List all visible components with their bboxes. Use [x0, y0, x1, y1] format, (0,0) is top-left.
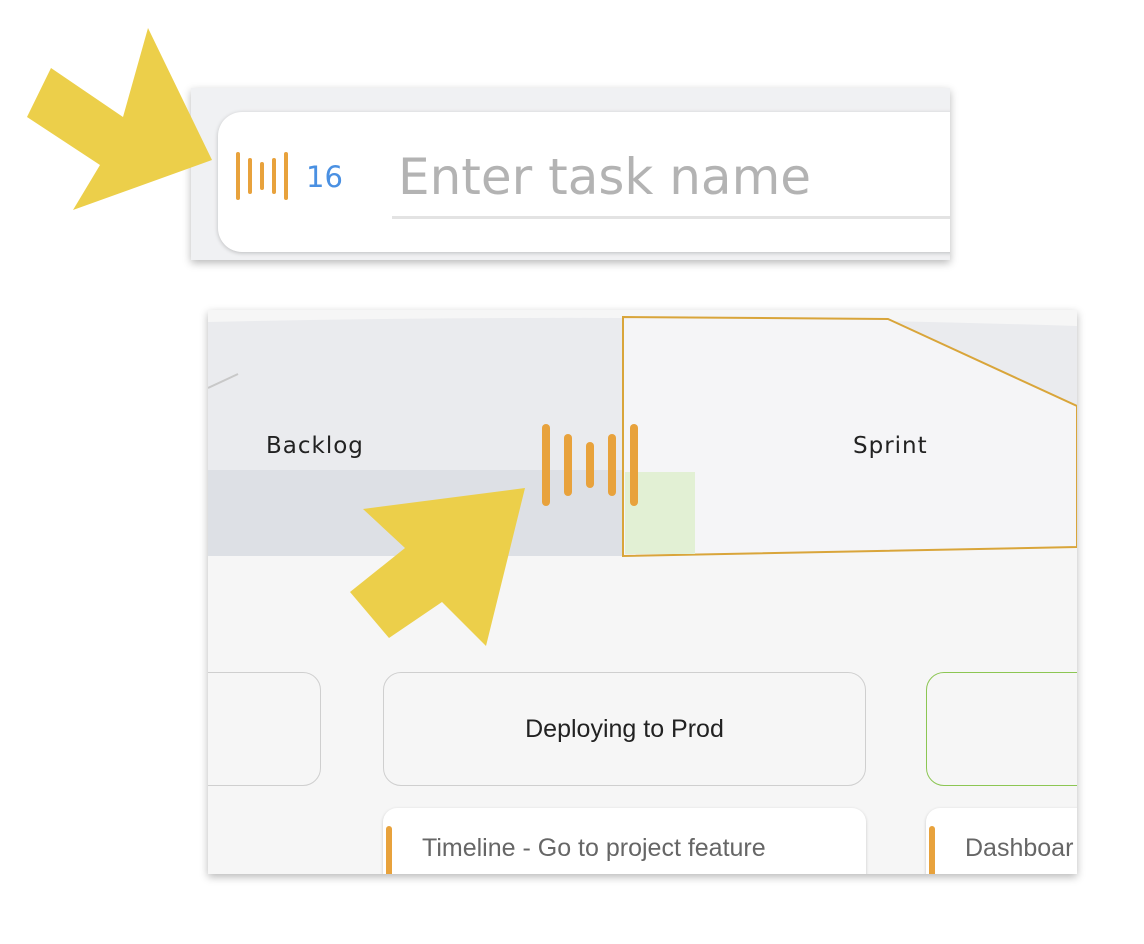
column-title: Deploying to Prod: [525, 714, 724, 743]
task-name-input[interactable]: [392, 138, 950, 219]
stage-sprint[interactable]: Sprint: [853, 433, 928, 459]
task-priority-accent: [929, 826, 935, 874]
column-card-left[interactable]: [208, 672, 321, 786]
task-input-crop: 16: [191, 88, 950, 260]
task-card[interactable]: Dashboar: [926, 808, 1077, 874]
task-card[interactable]: Timeline - Go to project feature: [383, 808, 866, 874]
agile-bars-icon: [236, 152, 288, 200]
task-title: Timeline - Go to project feature: [422, 834, 766, 862]
task-priority-accent: [386, 826, 392, 874]
task-input-card: 16: [218, 112, 950, 252]
agile-bars-icon: [542, 424, 638, 506]
task-title: Dashboar: [965, 834, 1074, 862]
column-card-right[interactable]: [926, 672, 1077, 786]
task-count-badge: 16: [306, 160, 343, 194]
column-card-deploying[interactable]: Deploying to Prod: [383, 672, 866, 786]
stage-backlog[interactable]: Backlog: [266, 433, 364, 459]
